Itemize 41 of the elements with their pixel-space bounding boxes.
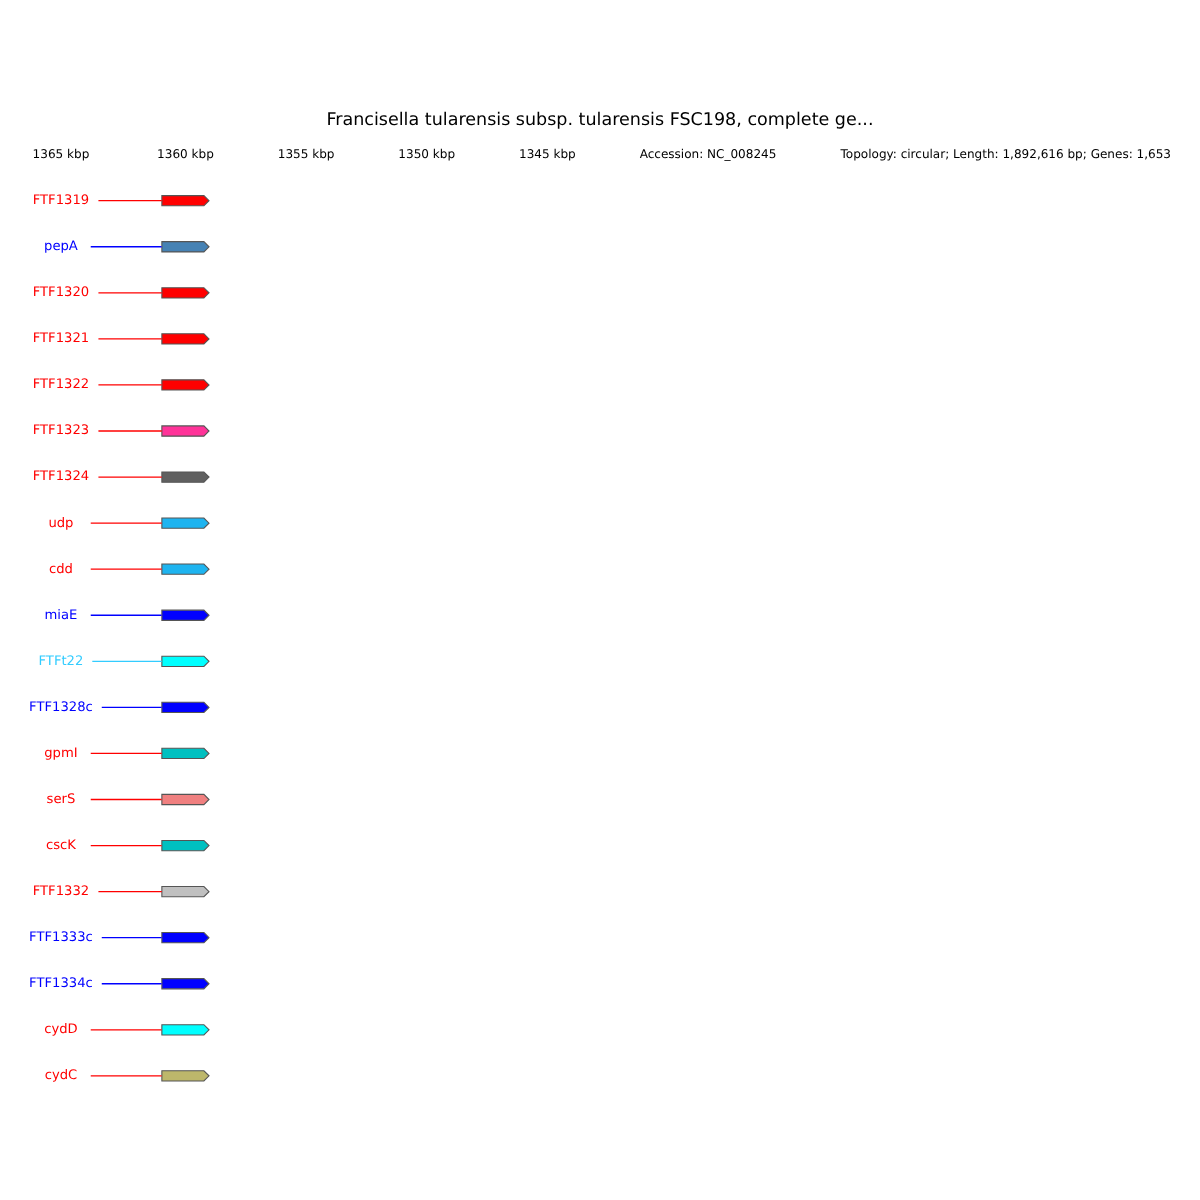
connector bbox=[91, 659, 163, 661]
node-arrow bbox=[161, 977, 210, 989]
node-arrow bbox=[161, 654, 210, 666]
node-arrow bbox=[161, 931, 210, 943]
node-arrow bbox=[161, 1069, 210, 1081]
node-arrow bbox=[161, 194, 210, 206]
node-arrow bbox=[161, 1023, 210, 1035]
connector bbox=[97, 429, 163, 431]
connector bbox=[97, 475, 163, 477]
connector bbox=[90, 797, 163, 800]
node-arrow bbox=[161, 608, 210, 620]
node-arrow bbox=[161, 700, 210, 713]
connector bbox=[90, 1028, 163, 1030]
connector bbox=[90, 567, 163, 569]
diagram-title: Francisella tularensis subsp. tularensis FSC198, complete ge... bbox=[326, 109, 874, 130]
node-arrow bbox=[161, 792, 210, 805]
connector bbox=[101, 936, 163, 938]
node-arrow bbox=[161, 884, 210, 897]
connector bbox=[90, 613, 163, 615]
node-arrow bbox=[161, 470, 210, 482]
connector bbox=[101, 982, 163, 984]
connector bbox=[97, 383, 163, 385]
connector bbox=[90, 751, 163, 754]
connector bbox=[90, 245, 163, 247]
connector bbox=[97, 199, 163, 201]
node-arrow bbox=[161, 746, 210, 759]
node-arrow bbox=[161, 332, 210, 344]
connector bbox=[90, 843, 163, 846]
connector bbox=[101, 705, 163, 708]
node-arrow bbox=[161, 838, 210, 851]
node-arrow bbox=[161, 516, 210, 528]
node-arrow bbox=[161, 240, 210, 252]
connector bbox=[90, 1074, 163, 1076]
connector bbox=[97, 337, 163, 339]
node-arrow bbox=[161, 424, 210, 436]
connector bbox=[90, 521, 163, 523]
node-arrow bbox=[161, 562, 210, 574]
connector bbox=[97, 291, 163, 293]
node-arrow bbox=[161, 378, 210, 390]
connector bbox=[97, 889, 163, 892]
node-arrow bbox=[161, 286, 210, 298]
